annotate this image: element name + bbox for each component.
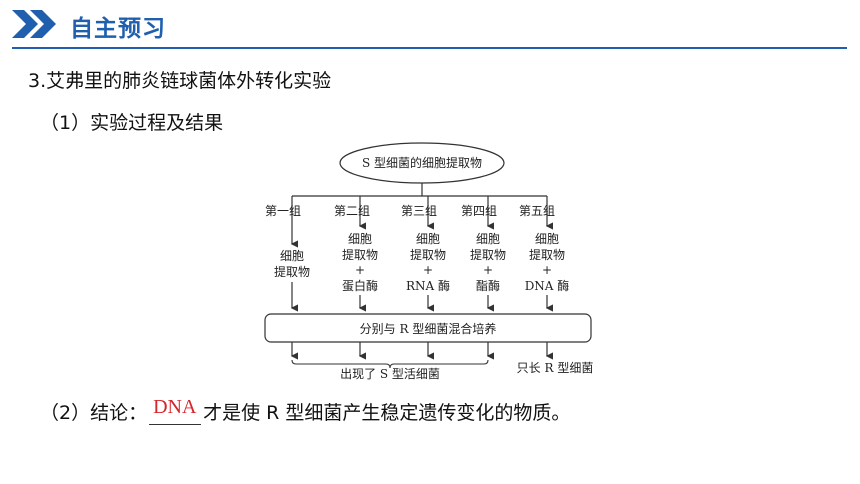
- group-2-extract-line1: 细胞: [348, 232, 372, 246]
- header-title: 自主预习: [70, 16, 166, 42]
- group-5-extract-line1: 细胞: [535, 232, 559, 246]
- group-4-extract-line2: 提取物: [470, 247, 506, 262]
- group-4-plus: +: [483, 263, 493, 277]
- group-4-enzyme: 酯酶: [476, 278, 500, 293]
- result-left-label: 出现了 S 型活细菌: [340, 367, 440, 380]
- section-title: 3.艾弗里的肺炎链球菌体外转化实验: [28, 70, 332, 92]
- group-4-extract-line1: 细胞: [476, 232, 500, 246]
- conclusion-prefix: （2）结论：: [40, 402, 148, 424]
- result-brace: [291, 359, 489, 369]
- group-2-plus: +: [355, 263, 365, 277]
- culture-box-label: 分别与 R 型细菌混合培养: [360, 321, 497, 336]
- group-2-label: 第二组: [334, 204, 370, 218]
- group-5-plus: +: [542, 263, 552, 277]
- group-1-label: 第一组: [265, 204, 301, 218]
- header-divider: [12, 47, 847, 49]
- answer-text: DNA: [153, 396, 197, 418]
- group-1-extract-line1: 细胞: [280, 249, 304, 263]
- group-5-extract-line2: 提取物: [529, 247, 565, 262]
- top-node-label: S 型细菌的细胞提取物: [362, 155, 482, 170]
- group-3-extract-line2: 提取物: [410, 247, 446, 262]
- answer-blank: DNA: [149, 396, 202, 425]
- double-chevron-right-icon: [12, 10, 56, 38]
- group-2-extract-line2: 提取物: [342, 247, 378, 262]
- group-2-enzyme: 蛋白酶: [342, 278, 378, 293]
- group-1-extract-line2: 提取物: [274, 264, 310, 279]
- group-3-plus: +: [423, 263, 433, 277]
- subsection-title: （1）实验过程及结果: [40, 112, 224, 134]
- slide-header: 自主预习: [0, 0, 860, 52]
- conclusion-line: （2）结论：DNA 才是使 R 型细菌产生稳定遗传变化的物质。: [40, 396, 571, 425]
- experiment-diagram: S 型细菌的细胞提取物 第一组 细胞 提取物 第二组 细胞 提取物 + 蛋白酶 …: [255, 140, 600, 384]
- conclusion-suffix: 才是使 R 型细菌产生稳定遗传变化的物质。: [203, 402, 571, 424]
- group-3-label: 第三组: [401, 204, 437, 218]
- group-4-label: 第四组: [461, 204, 497, 218]
- group-3-enzyme: RNA 酶: [406, 278, 450, 293]
- group-3-extract-line1: 细胞: [416, 232, 440, 246]
- group-5-label: 第五组: [519, 204, 555, 218]
- result-right-label: 只长 R 型细菌: [517, 361, 594, 375]
- group-5-enzyme: DNA 酶: [525, 278, 570, 293]
